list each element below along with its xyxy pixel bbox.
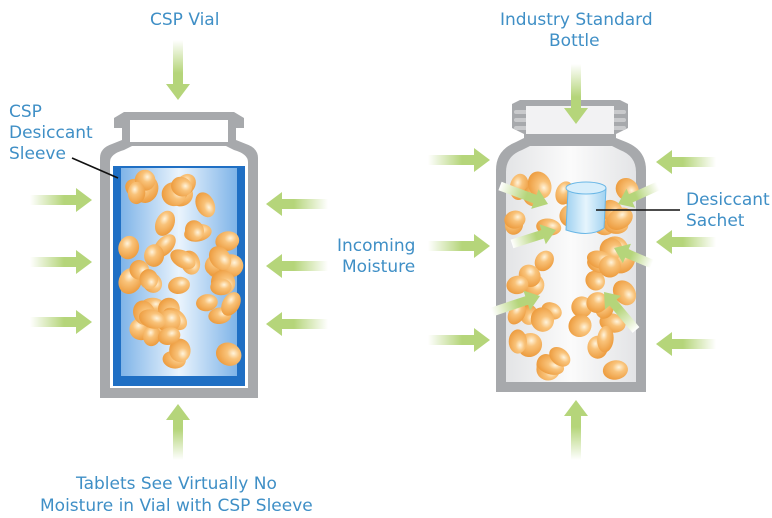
csp-vial-tablets xyxy=(118,169,244,369)
moisture-arrow xyxy=(618,181,660,208)
moisture-arrow xyxy=(30,310,92,334)
caption-line2: Moisture in Vial with CSP Sleeve xyxy=(40,496,313,516)
tablet xyxy=(606,207,633,230)
tablet xyxy=(171,176,192,197)
tablet xyxy=(530,307,555,332)
tablet xyxy=(139,269,159,290)
caption-line1: Tablets See Virtually No xyxy=(76,474,277,494)
tablet xyxy=(549,347,571,367)
moisture-arrow xyxy=(656,230,716,254)
tablet xyxy=(221,292,241,316)
moisture-arrow xyxy=(564,64,588,124)
csp-sleeve-label-line1: CSP xyxy=(9,102,42,122)
moisture-arrow xyxy=(510,224,556,249)
tablet xyxy=(506,275,529,295)
tablet xyxy=(568,314,592,338)
tablet xyxy=(138,309,166,329)
tablet xyxy=(586,292,608,313)
moisture-arrows xyxy=(30,40,716,460)
industry-bottle-label-line2: Bottle xyxy=(549,31,600,51)
tablet xyxy=(154,210,176,236)
tablet xyxy=(527,171,552,199)
moisture-arrow xyxy=(30,250,92,274)
moisture-arrow xyxy=(614,243,654,269)
tablet xyxy=(215,231,240,251)
tablet xyxy=(208,246,232,270)
csp-vial-label: CSP Vial xyxy=(150,10,220,30)
tablet xyxy=(585,270,605,291)
tablet xyxy=(504,210,526,229)
tablet xyxy=(196,294,218,312)
tablet xyxy=(598,255,621,278)
moisture-arrow xyxy=(656,150,716,174)
tablet xyxy=(157,327,181,346)
tablet xyxy=(612,280,637,306)
moisture-arrow xyxy=(266,254,328,278)
tablet xyxy=(118,235,140,260)
moisture-arrow xyxy=(166,40,190,100)
tablet xyxy=(602,360,628,380)
moisture-arrow xyxy=(604,292,640,333)
moisture-arrow xyxy=(490,290,540,317)
tablet xyxy=(195,192,216,218)
tablet xyxy=(508,329,527,354)
desiccant-sachet xyxy=(565,181,607,234)
csp-sleeve-label-line2: Desiccant xyxy=(9,123,93,143)
moisture-arrow xyxy=(266,312,328,336)
tablet xyxy=(143,326,161,347)
incoming-moisture-label-line1: Incoming xyxy=(337,236,416,256)
tablet xyxy=(215,342,242,366)
tablet xyxy=(144,244,165,267)
moisture-arrow xyxy=(428,328,490,352)
industry-bottle-label-line1: Industry Standard xyxy=(500,10,653,30)
csp-sleeve-label-line3: Sleeve xyxy=(9,144,66,164)
incoming-moisture-label-line2: Moisture xyxy=(342,257,416,277)
moisture-arrow xyxy=(498,181,548,209)
moisture-arrow xyxy=(166,404,190,460)
desiccant-sachet-label-line2: Sachet xyxy=(686,211,745,231)
tablet xyxy=(170,249,196,270)
tablet xyxy=(210,278,232,296)
moisture-arrow xyxy=(564,400,588,460)
sleeve-leader-line xyxy=(71,157,119,179)
moisture-arrow xyxy=(428,148,490,172)
desiccant-sachet-label-line1: Desiccant xyxy=(686,190,770,210)
moisture-arrow xyxy=(656,332,716,356)
moisture-arrow xyxy=(266,192,328,216)
tablet xyxy=(127,181,146,205)
moisture-arrow xyxy=(428,234,490,258)
tablet xyxy=(184,220,205,241)
moisture-arrow xyxy=(30,188,92,212)
tablet xyxy=(597,325,614,353)
tablet xyxy=(169,338,191,363)
tablet xyxy=(534,250,554,272)
tablet xyxy=(168,276,190,294)
